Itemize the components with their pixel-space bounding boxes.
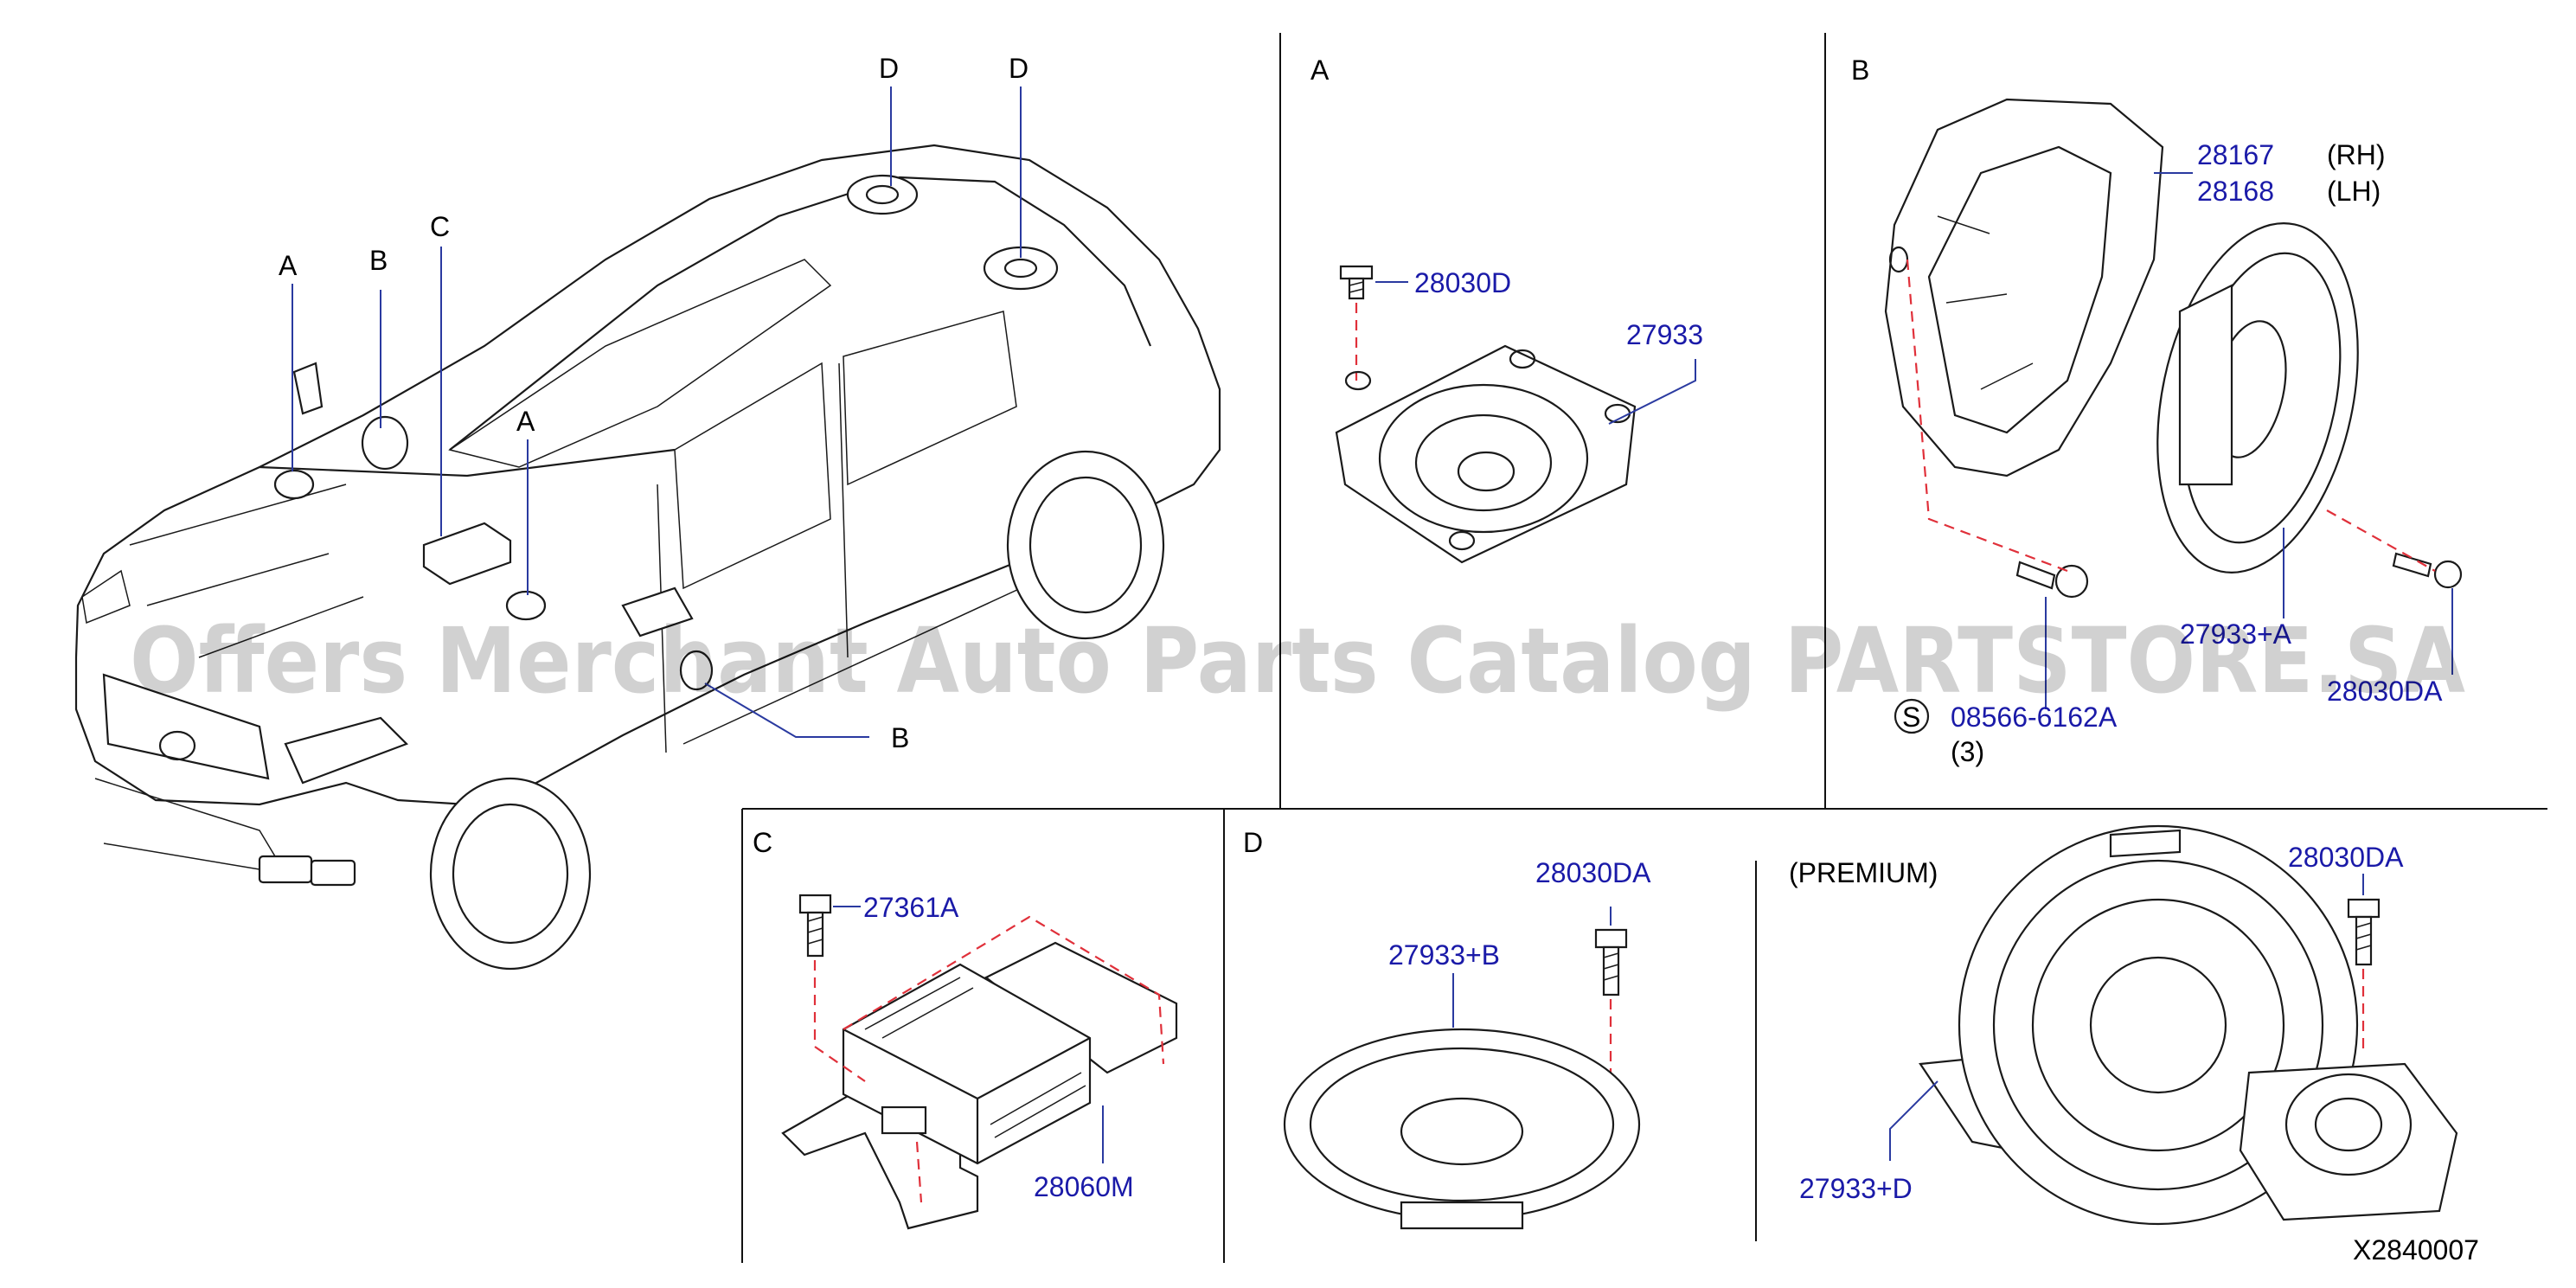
panel-a-speaker-leader (1608, 359, 1696, 425)
car-callout-d-left: D (879, 53, 899, 84)
car-callout-d-right: D (1009, 53, 1028, 84)
panel-b-speaker-pn: 27933+A (2180, 618, 2292, 650)
car-illustration (74, 144, 1221, 971)
panel-c-amplifier-pn: 28060M (1034, 1171, 1134, 1202)
car-callout-a-left: A (279, 250, 298, 281)
panel-a-drawing (1335, 265, 1637, 564)
watermark-text: Offers Merchant Auto Parts Catalog PARTS… (130, 608, 2465, 714)
panel-d-bolt-pn: 28030DA (1535, 857, 1651, 888)
panel-c-drawing (781, 894, 1178, 1230)
panel-a-bolt-pn: 28030D (1414, 267, 1511, 298)
panel-a-title: A (1310, 54, 1330, 86)
panel-premium-speaker-leader (1889, 1080, 1938, 1161)
car-callout-b-top: B (369, 245, 388, 276)
panel-c-bolt-pn: 27361A (863, 892, 959, 923)
car-leaders (292, 87, 1022, 738)
car-callout-a-right: A (516, 406, 535, 437)
panel-b-title: B (1851, 54, 1869, 86)
panel-b-std-symbol: S (1902, 702, 1920, 733)
panel-b-drawing (1884, 98, 2463, 599)
panel-premium-bolt-pn: 28030DA (2288, 842, 2404, 873)
panel-d-drawing (1283, 928, 1641, 1230)
panel-premium-title: (PREMIUM) (1789, 857, 1938, 888)
panel-b-bracket-rh-pn: 28167 (2197, 139, 2274, 170)
panel-premium-drawing (1919, 824, 2458, 1226)
panel-b-qty: (3) (1951, 736, 1984, 767)
car-callout-b-door: B (891, 722, 909, 753)
standard-part-symbol (1894, 698, 1930, 734)
panel-b-bracket-lh-pn: 28168 (2197, 176, 2274, 207)
panel-d-speaker-pn: 27933+B (1388, 939, 1500, 971)
panel-b-side-rh: (RH) (2327, 139, 2386, 170)
panel-b-bolt-pn: 28030DA (2327, 676, 2443, 707)
panel-a-speaker-pn: 27933 (1626, 319, 1703, 350)
panel-premium-speaker-pn: 27933+D (1799, 1173, 1913, 1204)
panel-b-screw-pn: 08566-6162A (1951, 702, 2118, 733)
panel-c-title: C (753, 827, 772, 858)
car-callout-c: C (430, 211, 450, 242)
panel-d-title: D (1243, 827, 1263, 858)
panel-b-side-lh: (LH) (2327, 176, 2381, 207)
panel-frames (741, 33, 2547, 1263)
diagram-code: X2840007 (2353, 1234, 2479, 1266)
